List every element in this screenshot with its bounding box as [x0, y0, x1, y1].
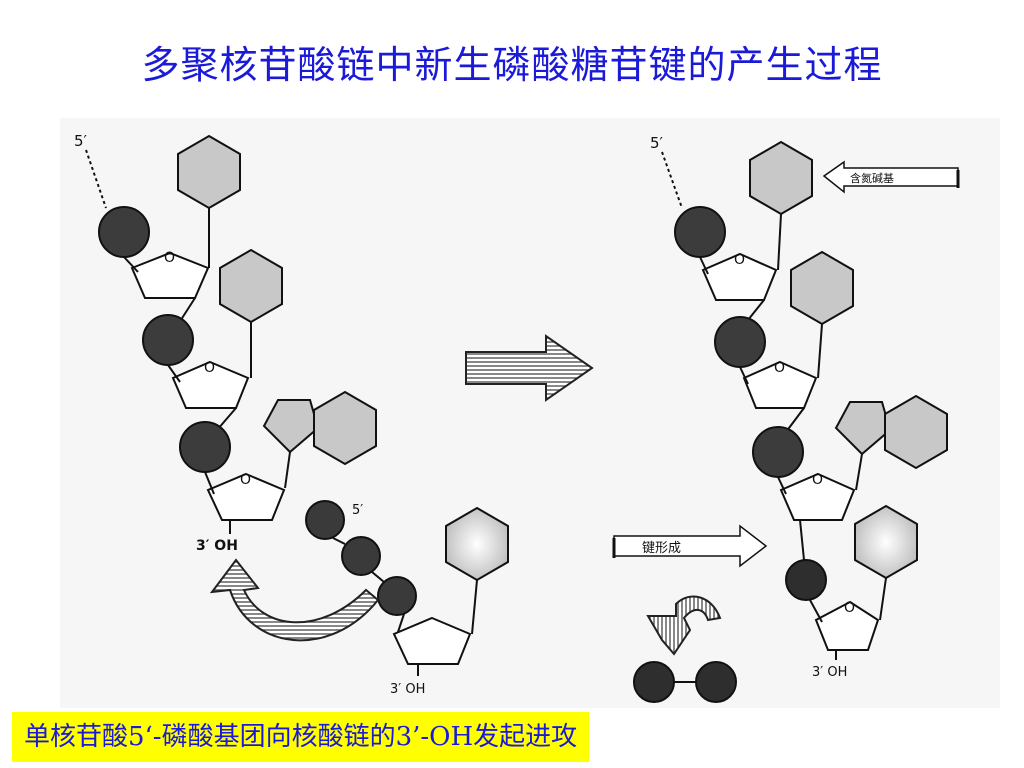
- caption-banner: 单核苷酸5‘-磷酸基团向核酸链的3’-OH发起进攻: [12, 712, 590, 762]
- purine-six-ring: [313, 390, 377, 466]
- base-callout: 含氮碱基: [822, 160, 960, 194]
- phosphate-group: [341, 536, 381, 576]
- purine-five-ring: [262, 399, 320, 454]
- purine-five-ring: [834, 401, 892, 456]
- sugar-ring: [779, 472, 856, 521]
- phosphate-group: [752, 426, 804, 478]
- bond-callout: 键形成: [612, 524, 768, 568]
- ring-oxygen-label: O: [774, 360, 785, 376]
- nitrogenous-base: [219, 248, 283, 324]
- sugar-ring: [742, 360, 818, 409]
- three-prime-oh-label: 3′ OH: [196, 538, 238, 554]
- curved-arrow-icon: [209, 558, 380, 642]
- nitrogenous-base: [177, 134, 241, 210]
- phosphate-group: [179, 421, 231, 473]
- three-prime-oh-label: 3′ OH: [390, 682, 425, 697]
- ring-oxygen-label: O: [204, 360, 215, 376]
- sugar-ring: [392, 616, 472, 665]
- ring-oxygen-label: O: [844, 600, 855, 616]
- left-chain: 5′ O O O 3′ OH: [74, 132, 377, 554]
- right-arrow-icon: [465, 334, 594, 402]
- sugar-ring: [130, 251, 210, 299]
- phosphate-group: [98, 206, 150, 258]
- ring-oxygen-label: O: [734, 252, 745, 268]
- bond-callout-label: 键形成: [642, 541, 681, 556]
- incoming-nucleotide: 5′ 3′ OH: [305, 500, 509, 697]
- sugar-ring: [701, 252, 778, 301]
- nitrogenous-base: [749, 140, 813, 216]
- base-callout-label: 含氮碱基: [850, 171, 894, 185]
- chain-end-dots: [661, 151, 683, 209]
- chain-end-dots: [85, 149, 107, 209]
- pyrophosphate: [633, 661, 737, 703]
- nitrogenous-base: [854, 504, 918, 580]
- sugar-ring: [171, 360, 250, 409]
- ring-oxygen-label: O: [164, 250, 175, 266]
- five-prime-label: 5′: [352, 503, 363, 518]
- ring-oxygen-label: O: [240, 472, 251, 488]
- sugar-ring: [814, 600, 880, 651]
- phosphate-group: [695, 661, 737, 703]
- ring-oxygen-label: O: [812, 472, 823, 488]
- phosphate-group: [142, 314, 194, 366]
- phosphate-group: [674, 206, 726, 258]
- phosphate-group: [714, 316, 766, 368]
- new-bond-phosphate: [785, 559, 827, 601]
- sugar-ring: [206, 472, 286, 521]
- five-prime-label: 5′: [650, 134, 664, 152]
- nitrogenous-base: [445, 506, 509, 582]
- nitrogenous-base: [790, 250, 854, 326]
- phosphate-group: [633, 661, 675, 703]
- phosphate-group: [377, 576, 417, 616]
- right-chain: 5′ O O O O 3′ OH: [650, 134, 948, 680]
- phosphate-group: [305, 500, 345, 540]
- purine-six-ring: [884, 394, 948, 470]
- three-prime-oh-label: 3′ OH: [812, 665, 847, 680]
- five-prime-label: 5′: [74, 132, 88, 150]
- page-title: 多聚核苷酸链中新生磷酸糖苷键的产生过程: [141, 43, 883, 87]
- curved-down-arrow-icon: [646, 595, 722, 656]
